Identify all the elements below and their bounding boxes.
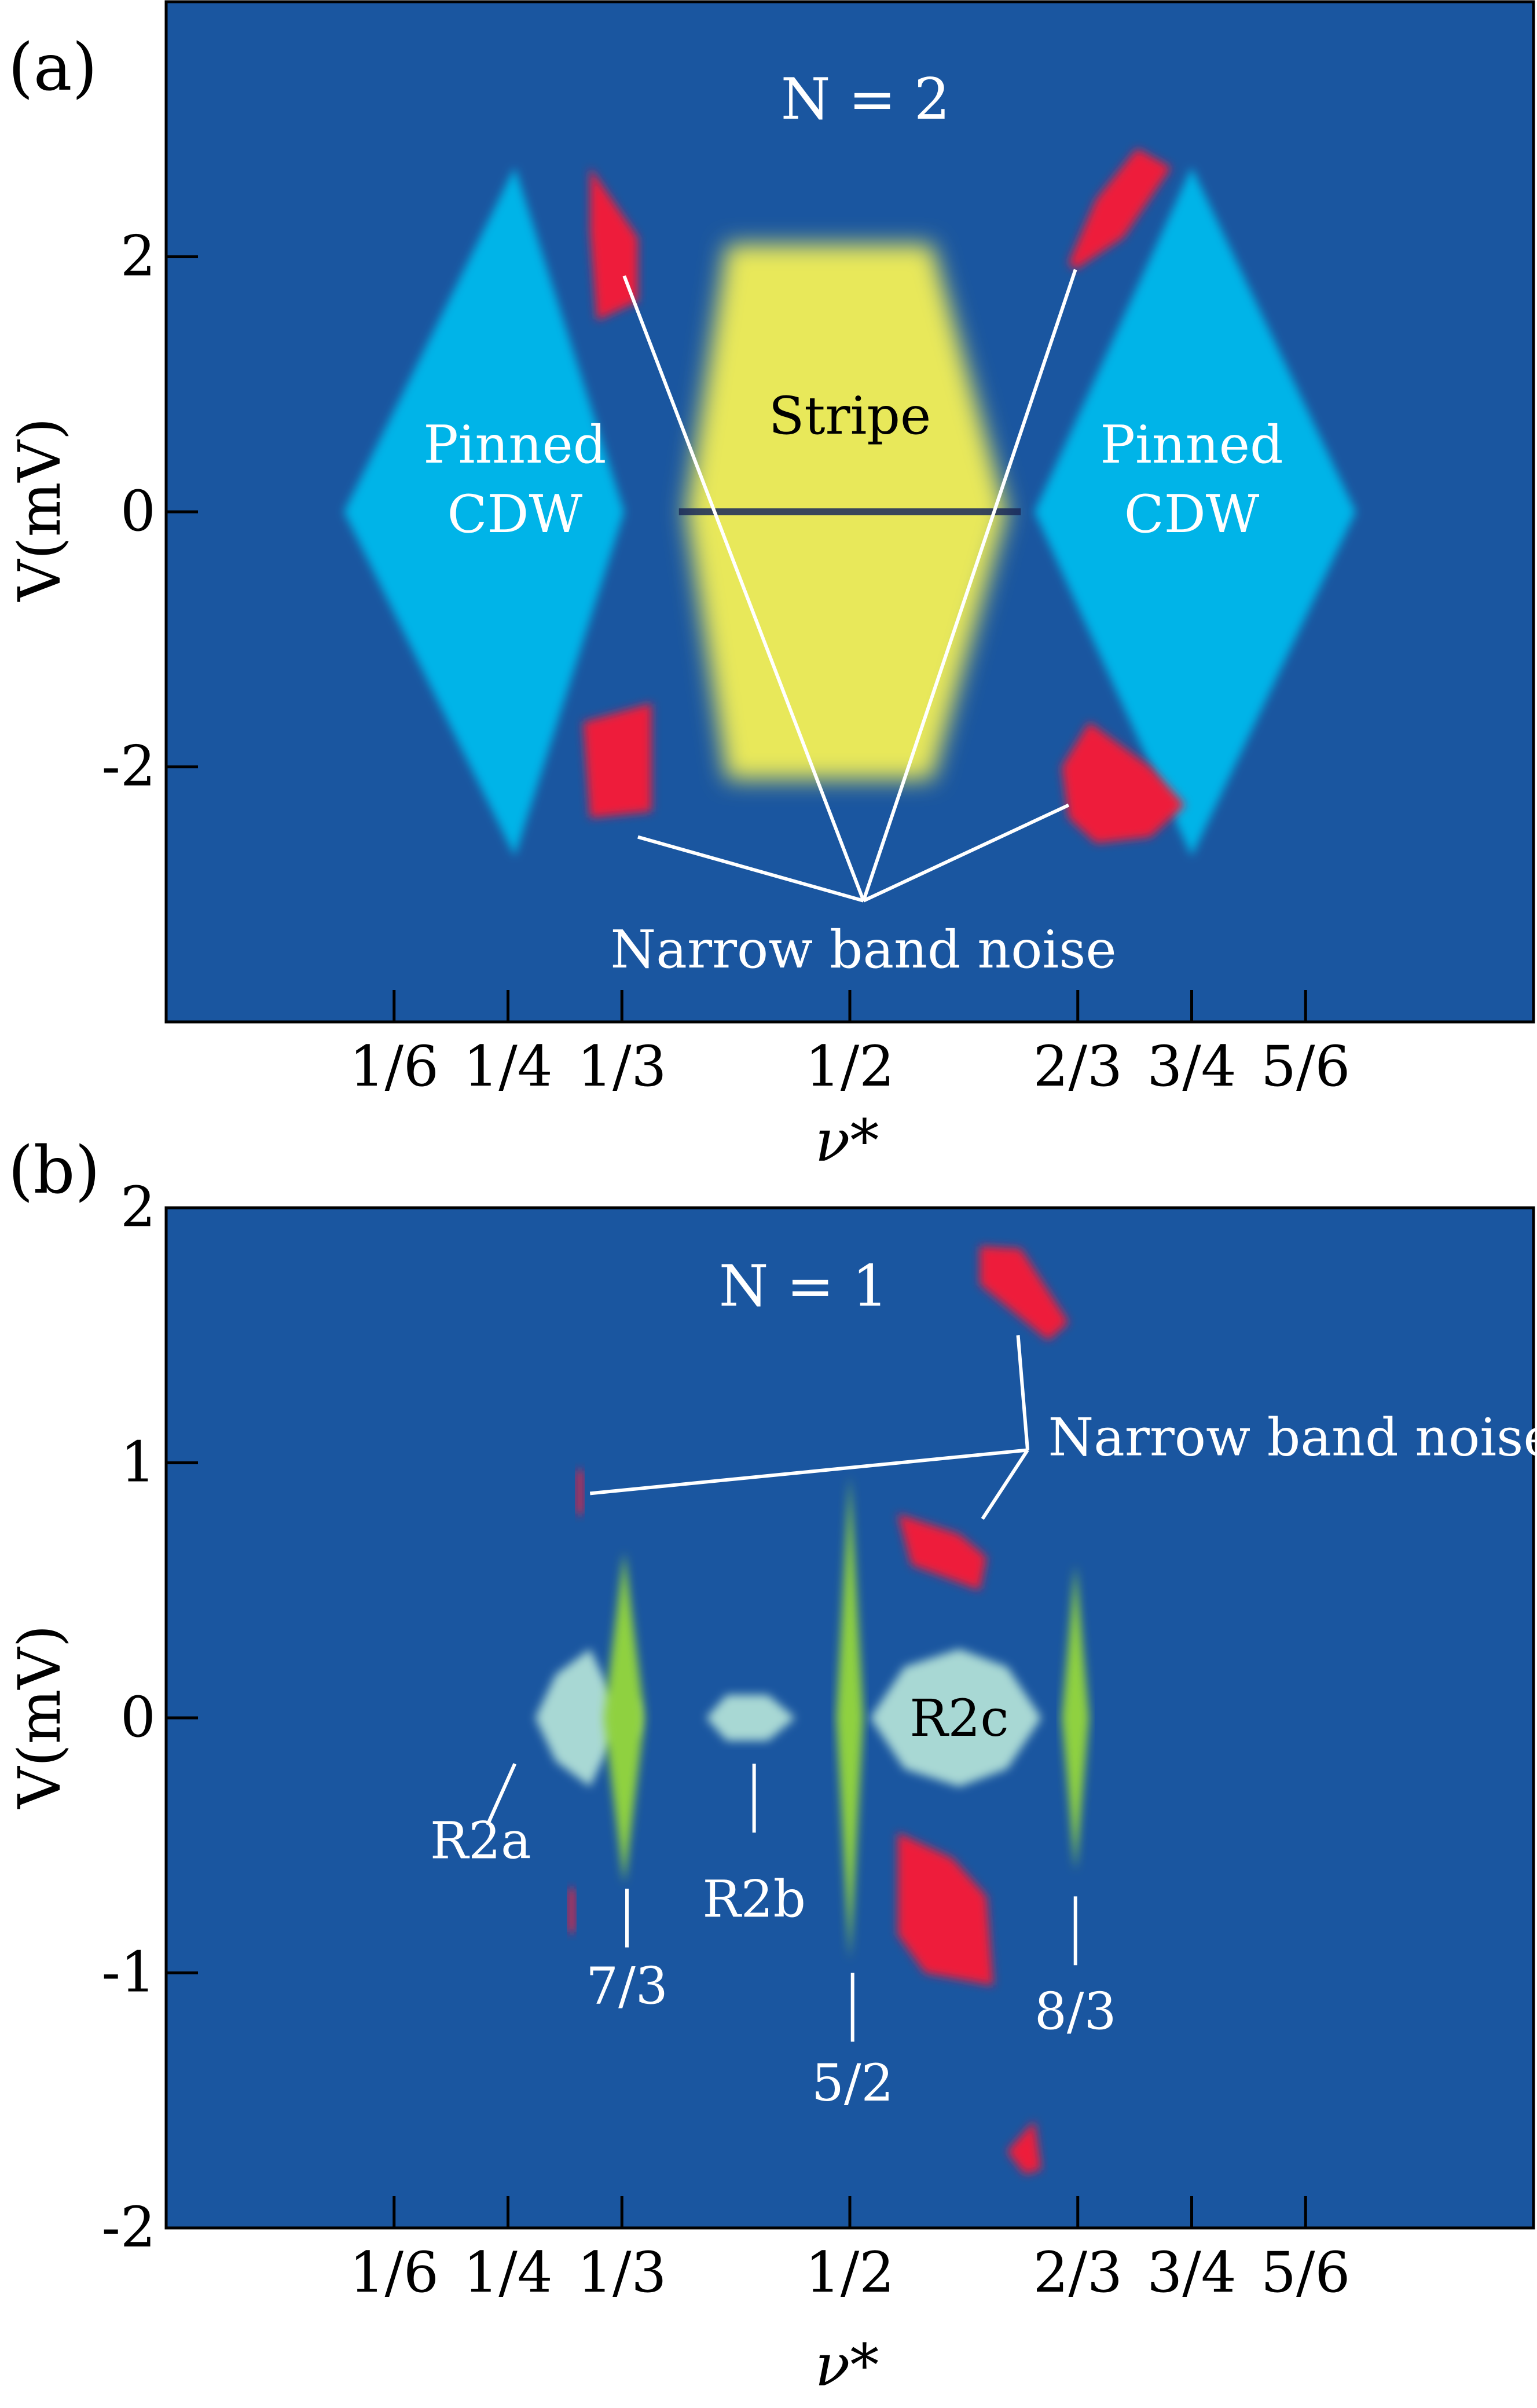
stripe-label: Stripe xyxy=(769,386,931,446)
panel-a-label: (a) xyxy=(8,30,97,105)
reentrant-phase-region xyxy=(535,1649,638,1787)
x-tick-label: 2/3 xyxy=(1033,2240,1123,2305)
x-tick-label: 1/3 xyxy=(577,2240,667,2305)
r2c-label: R2c xyxy=(909,1688,1009,1748)
label-5-2: 5/2 xyxy=(812,2053,894,2113)
narrow-band-noise-region xyxy=(1062,722,1185,844)
narrow-band-noise-label: Narrow band noise xyxy=(611,919,1117,980)
y-tick-label: -1 xyxy=(101,1940,156,2005)
reentrant-phase-region xyxy=(706,1695,795,1741)
narrow-band-noise-region xyxy=(583,703,652,818)
annotation-line xyxy=(486,1763,517,1826)
narrow-band-noise-region xyxy=(568,1889,575,1932)
pinned-cdw-label: Pinned xyxy=(1100,415,1283,475)
x-tick-label: 1/2 xyxy=(805,1034,895,1099)
y-tick-label: -2 xyxy=(101,734,156,799)
fractional-state-region xyxy=(836,1475,864,1960)
x-tick-label: 3/4 xyxy=(1147,1034,1237,1099)
x-tick-label: 5/6 xyxy=(1261,2240,1351,2305)
annotation-line xyxy=(863,803,1070,903)
r2a-label: R2a xyxy=(430,1810,531,1870)
pinned-cdw-label: Pinned xyxy=(423,415,606,475)
panel-a-ylabel: V(mV) xyxy=(6,417,74,602)
panel-a-xlabel: ν* xyxy=(815,1107,879,1175)
y-tick-label: 2 xyxy=(120,224,156,289)
y-tick-label: -2 xyxy=(101,2195,156,2260)
panel-b-ticks: 1/6 1/4 1/3 1/2 2/3 3/4 5/6 2 1 0 -1 -2 xyxy=(101,1175,1350,2305)
annotation-line xyxy=(1016,1335,1030,1450)
label-7-3: 7/3 xyxy=(586,1956,668,2015)
narrow-band-noise-label: Narrow band noise xyxy=(1048,1407,1537,1468)
panel-a-regions xyxy=(344,148,1356,856)
x-tick-label: 1/6 xyxy=(349,2240,439,2305)
panel-b-title: N = 1 xyxy=(719,1254,889,1320)
annotation-line xyxy=(861,269,1077,901)
fractional-state-region xyxy=(1062,1564,1090,1871)
y-tick-label: 0 xyxy=(120,479,156,544)
pinned-cdw-label: CDW xyxy=(1124,484,1260,545)
x-tick-label: 1/6 xyxy=(349,1034,439,1099)
reentrant-phase-region xyxy=(870,1649,1041,1787)
panel-b-ylabel: V(mV) xyxy=(6,1625,74,1809)
panel-b-regions xyxy=(535,1246,1090,2175)
r2b-label: R2b xyxy=(702,1870,806,1929)
narrow-band-noise-region xyxy=(980,1246,1069,1341)
annotation-line xyxy=(637,835,864,903)
x-tick-label: 2/3 xyxy=(1033,1034,1123,1099)
label-8-3: 8/3 xyxy=(1035,1981,1117,2041)
pinned-cdw-label: CDW xyxy=(447,484,583,545)
pinned-cdw-region xyxy=(344,167,625,856)
narrow-band-noise-region xyxy=(1007,2121,1041,2175)
x-tick-label: 1/2 xyxy=(805,2240,895,2305)
annotation-line xyxy=(981,1449,1029,1520)
panel-b-label: (b) xyxy=(8,1133,100,1208)
x-tick-label: 1/3 xyxy=(577,1034,667,1099)
y-tick-label: 0 xyxy=(120,1685,156,1750)
narrow-band-noise-region xyxy=(1068,148,1172,270)
narrow-band-noise-region xyxy=(897,1832,993,1986)
narrow-band-noise-region xyxy=(576,1470,584,1514)
panel-a-title: N = 2 xyxy=(781,67,951,133)
annotation-line xyxy=(589,1448,1028,1496)
x-tick-label: 1/4 xyxy=(463,2240,553,2305)
annotation-line xyxy=(622,275,865,901)
fractional-state-region xyxy=(603,1552,645,1884)
x-tick-label: 3/4 xyxy=(1147,2240,1237,2305)
narrow-band-noise-region xyxy=(897,1513,987,1590)
x-tick-label: 1/4 xyxy=(463,1034,553,1099)
pinned-cdw-region xyxy=(1034,167,1356,856)
y-tick-label: 1 xyxy=(120,1430,156,1495)
x-tick-label: 5/6 xyxy=(1261,1034,1351,1099)
panel-b-xlabel: ν* xyxy=(815,2332,879,2399)
panel-a-ticks: 1/6 1/4 1/3 1/2 2/3 3/4 5/6 2 0 -2 xyxy=(101,224,1350,1099)
y-tick-label: 2 xyxy=(120,1175,156,1240)
